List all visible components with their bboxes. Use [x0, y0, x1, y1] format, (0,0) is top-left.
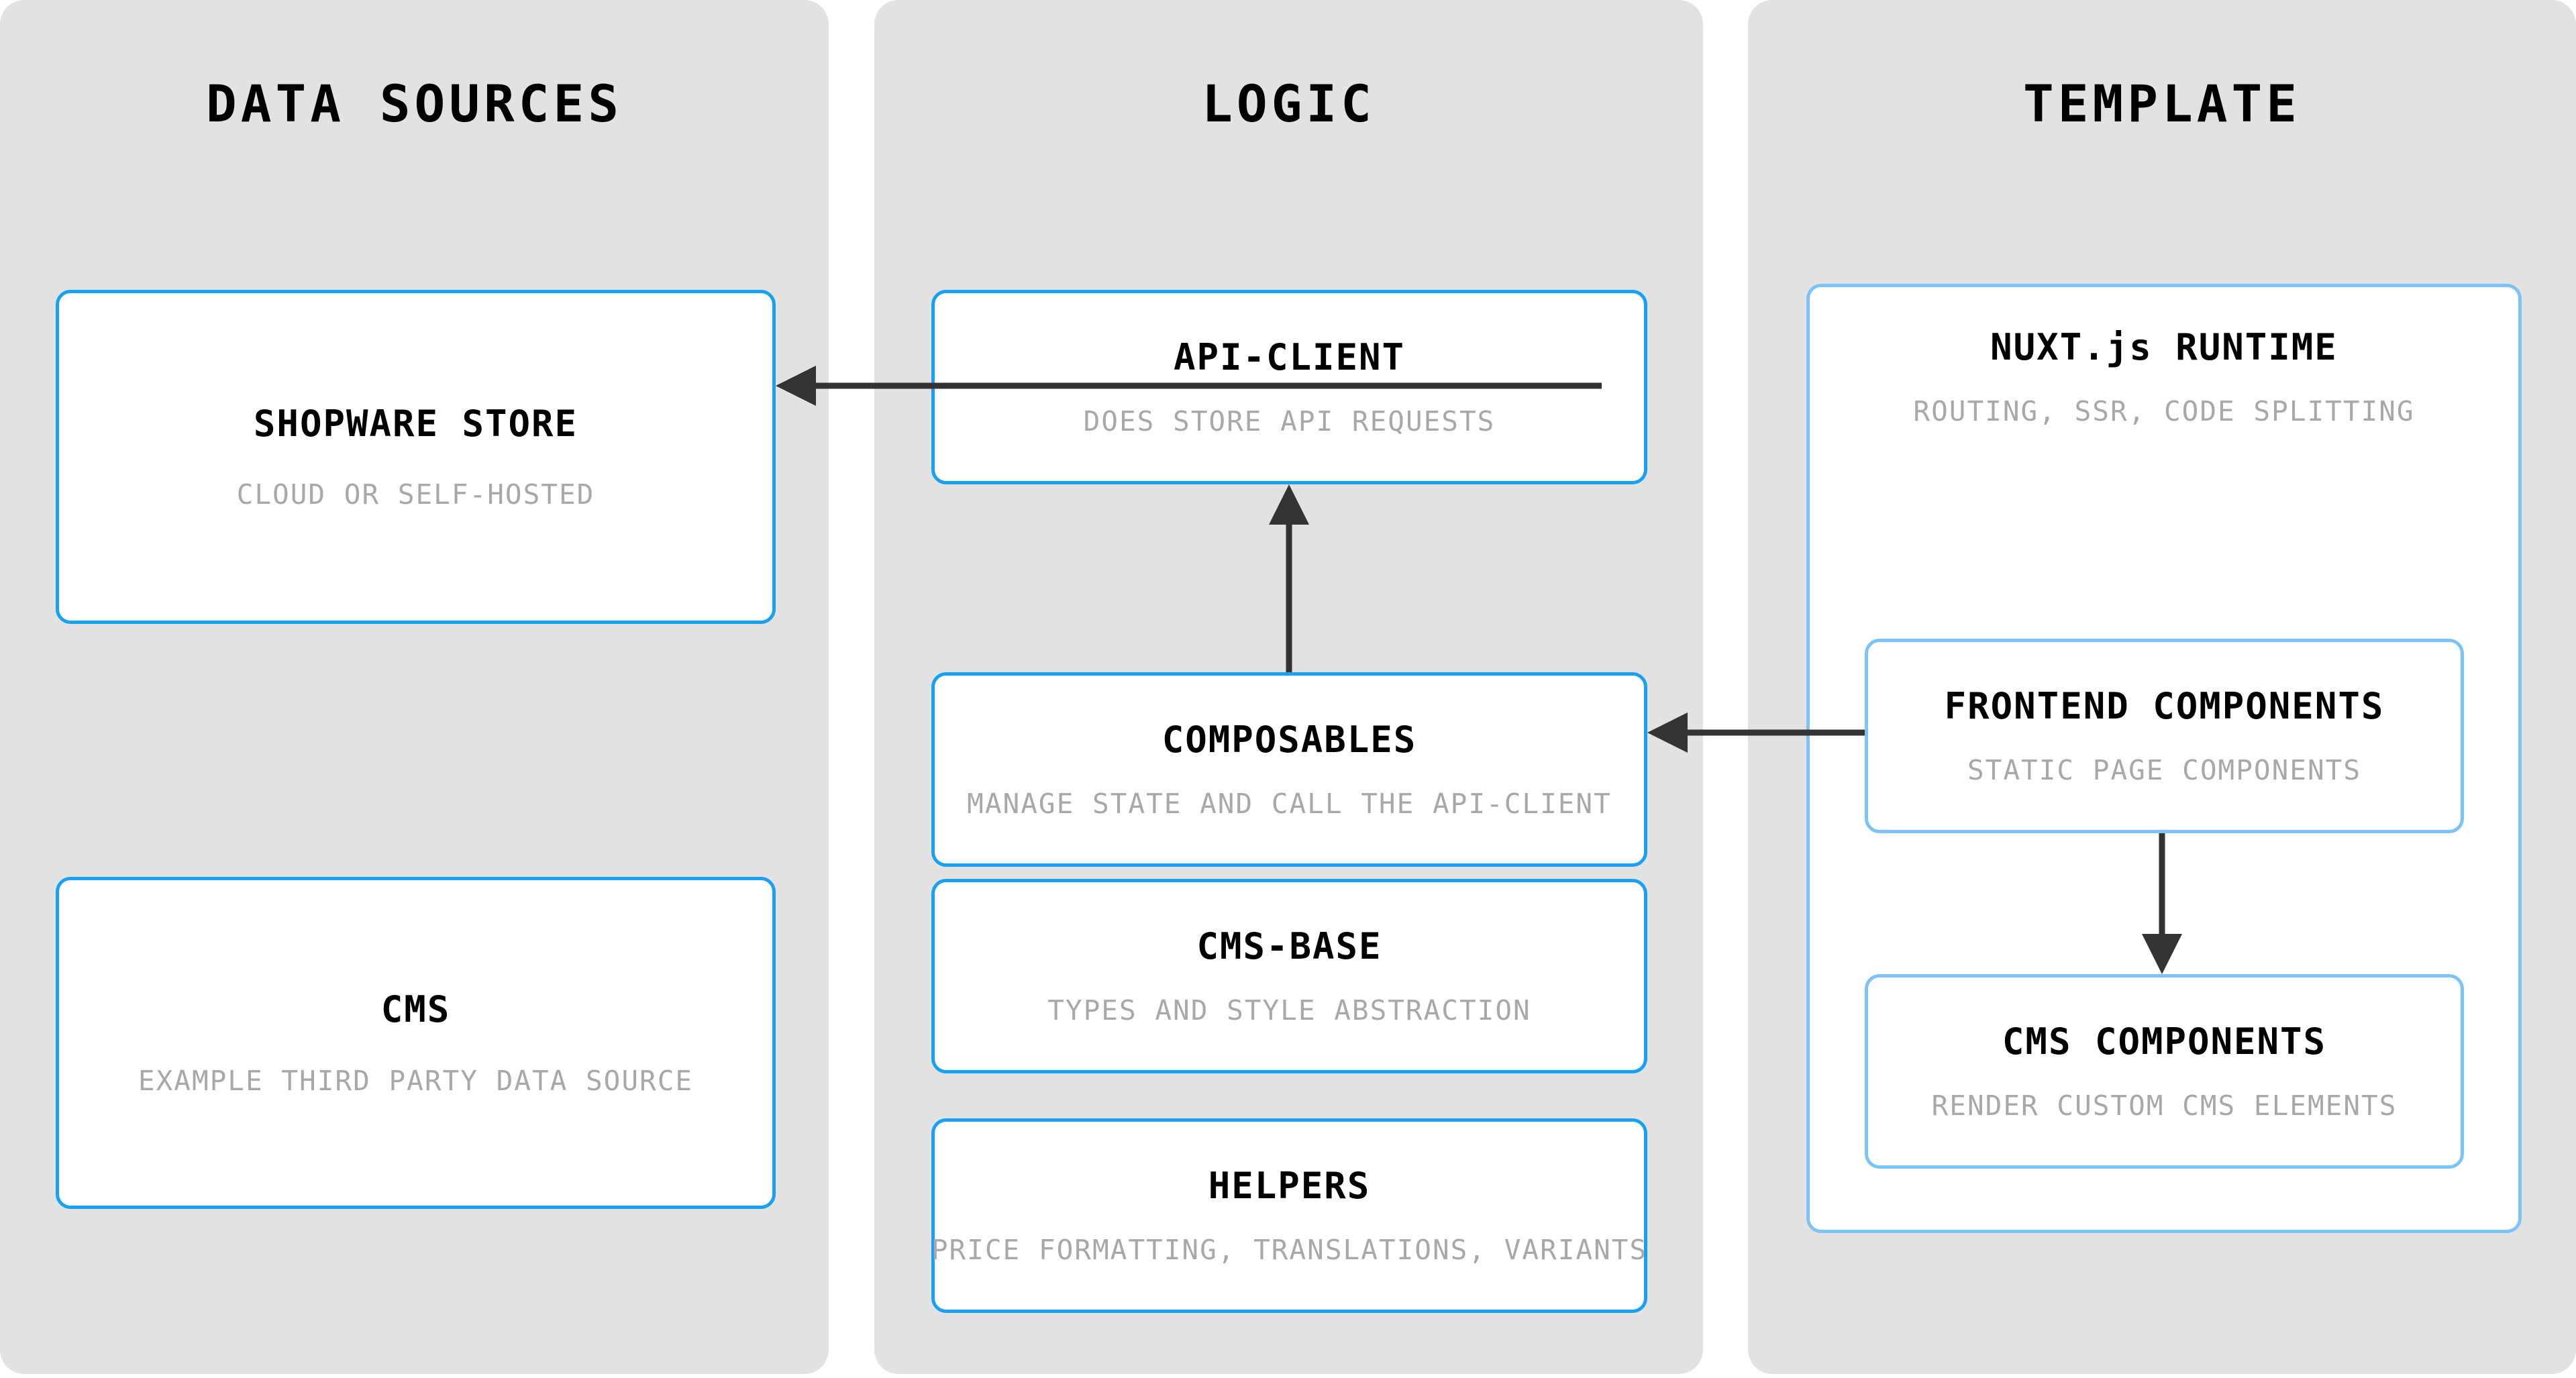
node-subtitle: EXAMPLE THIRD PARTY DATA SOURCE [138, 1064, 694, 1097]
node-subtitle: MANAGE STATE AND CALL THE API-CLIENT [967, 788, 1612, 820]
node-title: CMS COMPONENTS [2002, 1020, 2327, 1063]
node-title: CMS [380, 988, 451, 1031]
node-subtitle: STATIC PAGE COMPONENTS [1967, 754, 2362, 787]
node-helpers[interactable]: HELPERS PRICE FORMATTING, TRANSLATIONS, … [931, 1118, 1647, 1313]
node-subtitle: RENDER CUSTOM CMS ELEMENTS [1931, 1090, 2398, 1122]
node-api-client[interactable]: API-CLIENT DOES STORE API REQUESTS [931, 290, 1647, 484]
node-subtitle: DOES STORE API REQUESTS [1083, 405, 1496, 438]
node-title: COMPOSABLES [1162, 718, 1417, 761]
node-subtitle: TYPES AND STYLE ABSTRACTION [1047, 994, 1531, 1027]
node-title: API-CLIENT [1173, 335, 1406, 378]
node-cms-components[interactable]: CMS COMPONENTS RENDER CUSTOM CMS ELEMENT… [1865, 974, 2464, 1169]
node-subtitle: CLOUD OR SELF-HOSTED [236, 478, 595, 511]
swimlane-title-logic: LOGIC [1202, 74, 1376, 134]
node-title: FRONTEND COMPONENTS [1944, 684, 2385, 727]
node-subtitle: PRICE FORMATTING, TRANSLATIONS, VARIANTS [931, 1234, 1648, 1267]
swimlane-title-data-sources: DATA SOURCES [205, 74, 623, 134]
swimlane-title-template: TEMPLATE [2022, 74, 2302, 134]
node-frontend-components[interactable]: FRONTEND COMPONENTS STATIC PAGE COMPONEN… [1865, 639, 2464, 833]
node-cms[interactable]: CMS EXAMPLE THIRD PARTY DATA SOURCE [56, 877, 776, 1209]
node-title: SHOPWARE STORE [253, 402, 578, 445]
node-title: HELPERS [1208, 1164, 1371, 1207]
node-cms-base[interactable]: CMS-BASE TYPES AND STYLE ABSTRACTION [931, 879, 1647, 1073]
node-subtitle: ROUTING, SSR, CODE SPLITTING [1913, 395, 2415, 428]
node-title: CMS-BASE [1196, 924, 1382, 967]
node-title: NUXT.js RUNTIME [1990, 326, 2338, 368]
node-composables[interactable]: COMPOSABLES MANAGE STATE AND CALL THE AP… [931, 672, 1647, 867]
node-shopware-store[interactable]: SHOPWARE STORE CLOUD OR SELF-HOSTED [56, 290, 776, 624]
